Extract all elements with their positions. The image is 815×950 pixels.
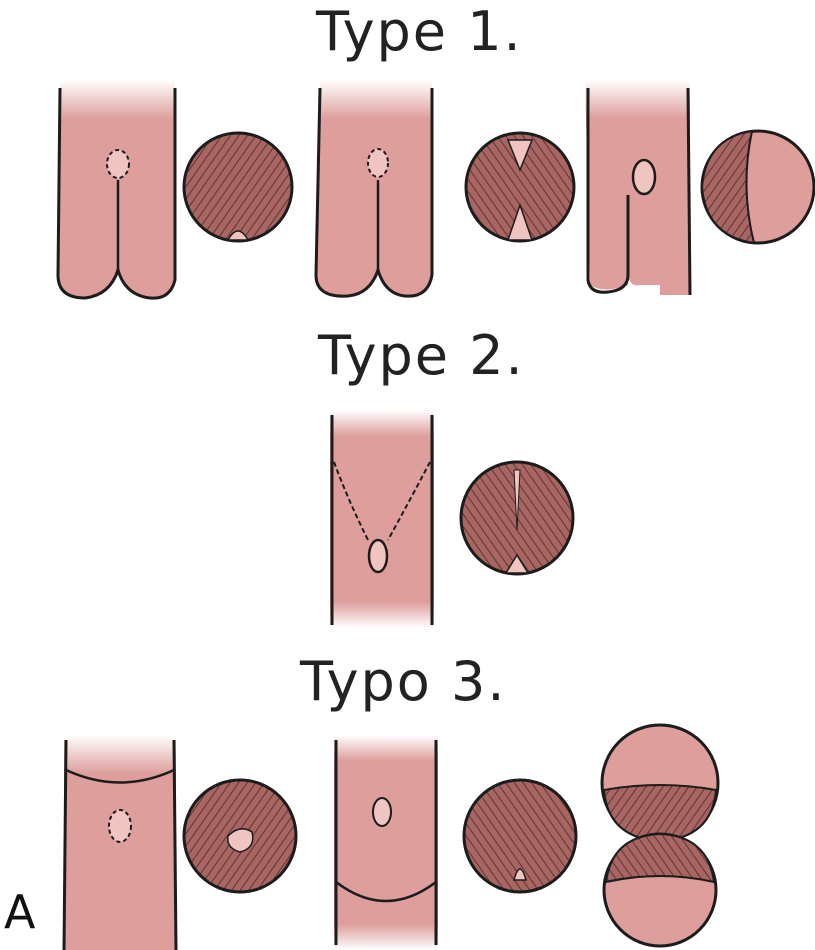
type1-figure-3: [585, 80, 690, 295]
type3-hymen-3-bottom: [604, 834, 716, 946]
type3-hymen-1: [184, 780, 296, 892]
type3-hymen-2: [464, 780, 576, 892]
type3-figure-2: [334, 735, 438, 950]
type2-figure: [330, 410, 434, 628]
type2-hymen: [461, 462, 573, 574]
type1-hymen-3: [702, 131, 814, 243]
type1-figure-1: [58, 80, 175, 298]
type3-hymen-3-top: [602, 725, 718, 841]
type1-figure-2: [316, 80, 432, 296]
type1-hymen-1: [184, 133, 292, 241]
type3-figure-1: [64, 735, 176, 950]
type1-hymen-2: [466, 133, 574, 241]
